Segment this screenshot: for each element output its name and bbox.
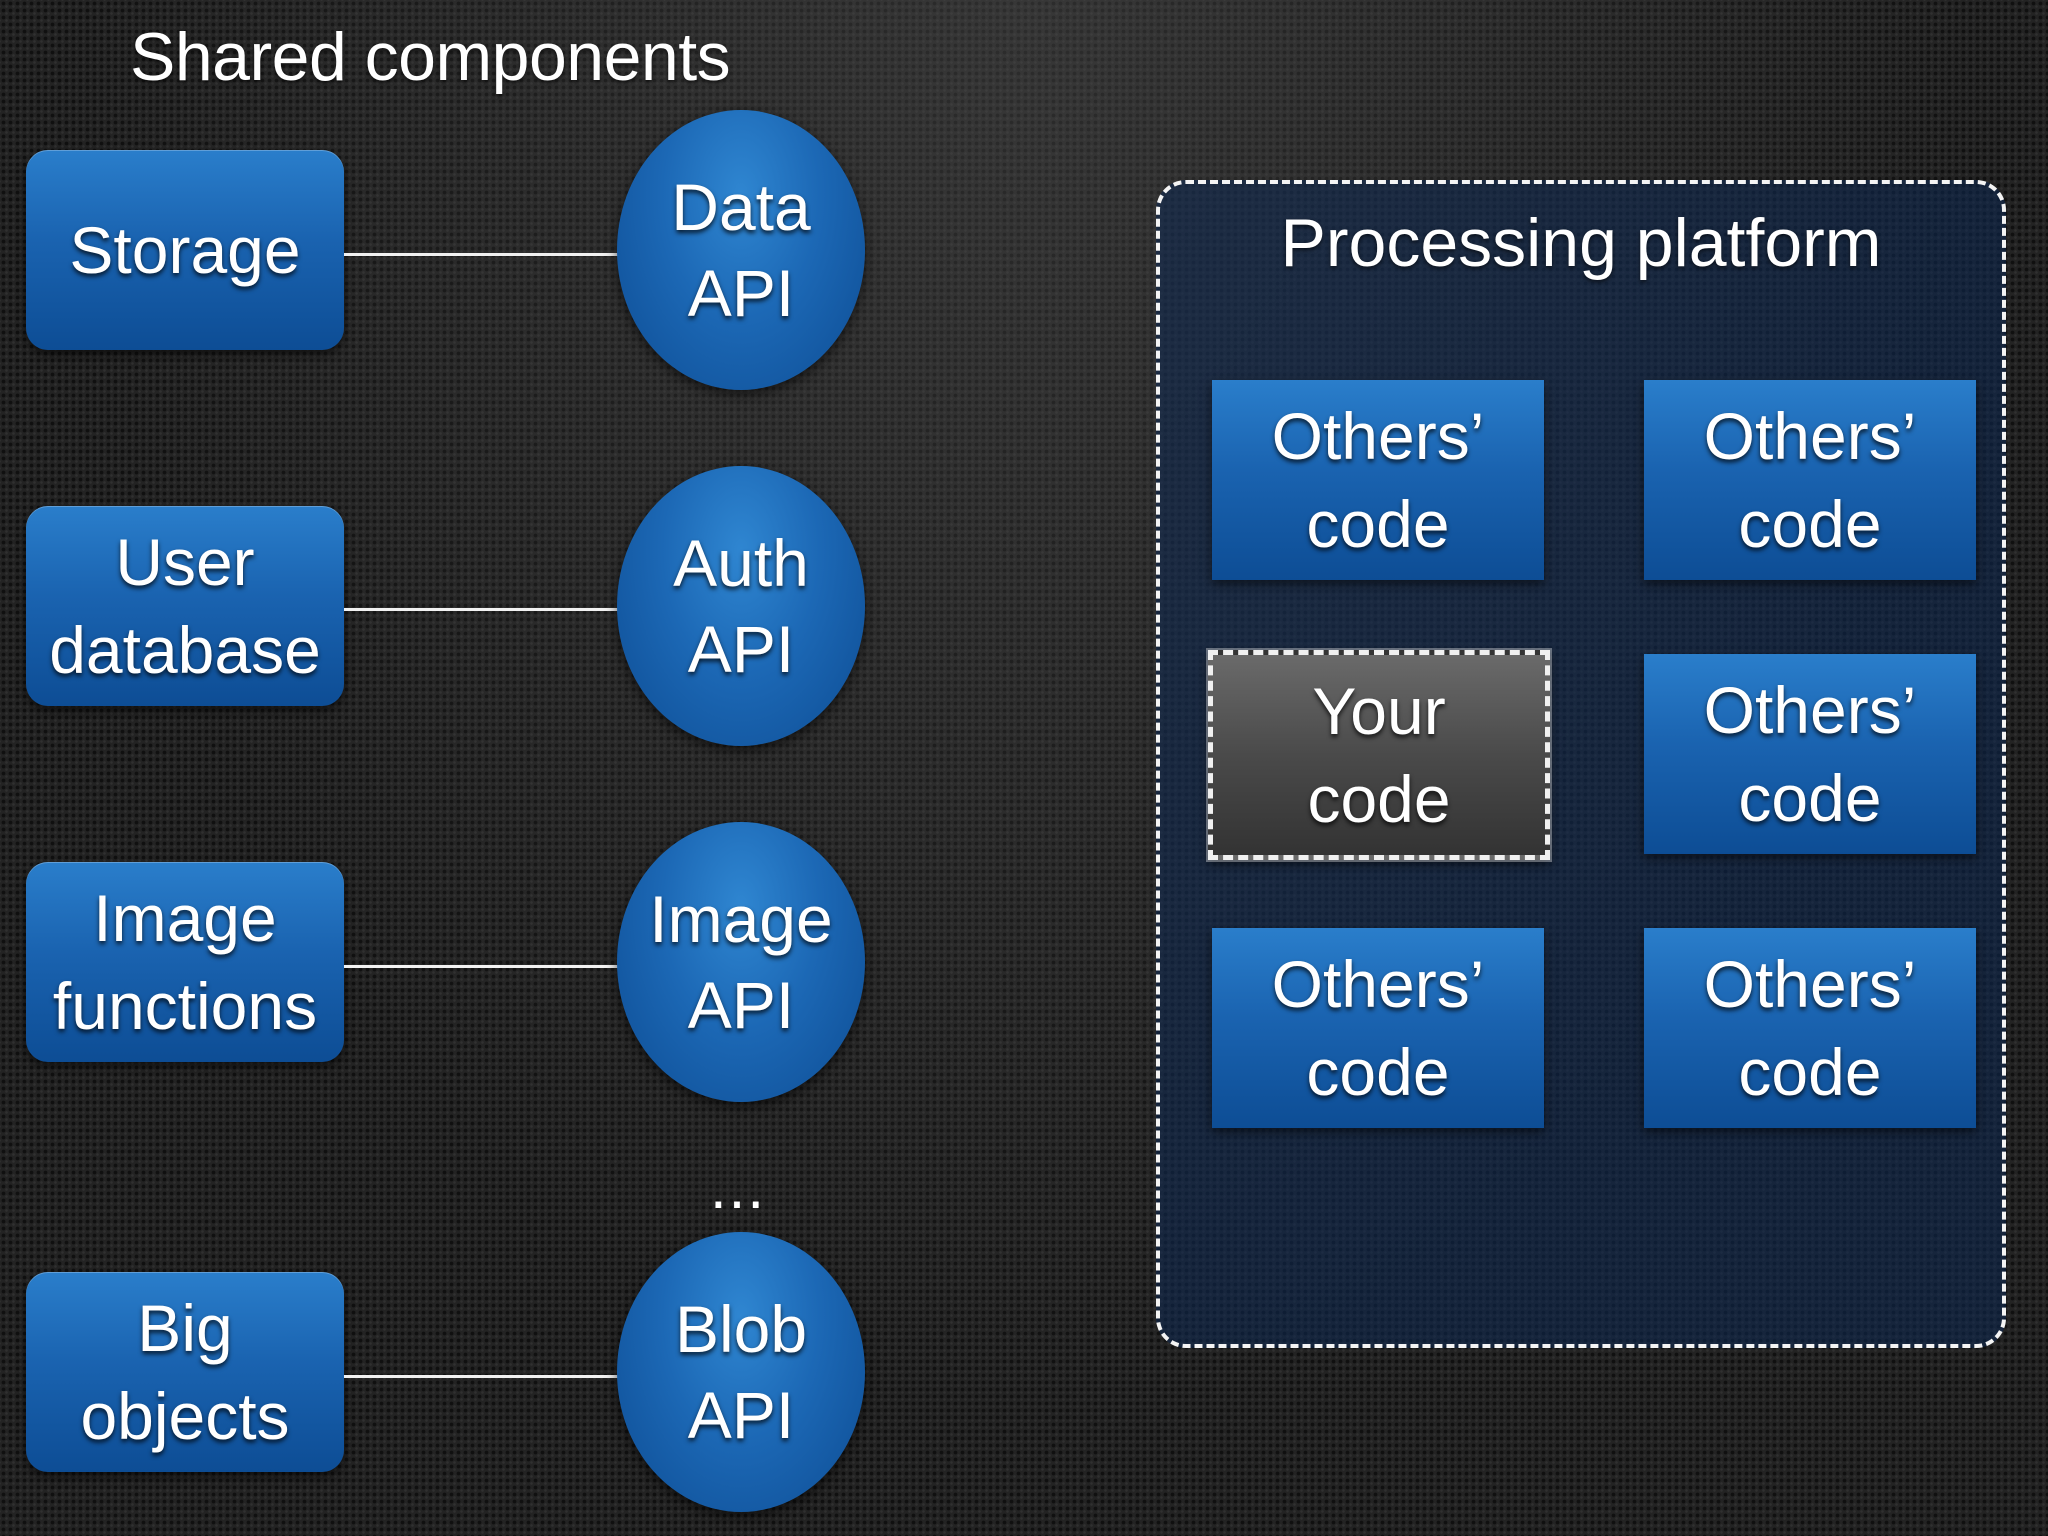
image-api-node: Image API [617, 822, 865, 1102]
others-code-box: Others’ code [1212, 380, 1544, 580]
auth-api-node: Auth API [617, 466, 865, 746]
storage-box: Storage [26, 150, 344, 350]
user-database-box: User database [26, 506, 344, 706]
others-code-box: Others’ code [1644, 380, 1976, 580]
data-api-node: Data API [617, 110, 865, 390]
processing-platform-title: Processing platform [1280, 205, 1882, 281]
your-code-box: Your code [1208, 650, 1550, 860]
storage-connector [344, 253, 620, 256]
others-code-box: Others’ code [1644, 654, 1976, 854]
image-functions-connector [344, 965, 620, 968]
shared-components-heading: Shared components [130, 19, 731, 95]
others-code-box: Others’ code [1644, 928, 1976, 1128]
big-objects-connector [344, 1375, 620, 1378]
processing-platform: Processing platform Others’ code Others’… [1156, 180, 2006, 1348]
image-functions-box: Image functions [26, 862, 344, 1062]
more-components-ellipsis: ... [710, 1154, 767, 1221]
big-objects-box: Big objects [26, 1272, 344, 1472]
user-database-connector [344, 608, 620, 611]
others-code-box: Others’ code [1212, 928, 1544, 1128]
blob-api-node: Blob API [617, 1232, 865, 1512]
